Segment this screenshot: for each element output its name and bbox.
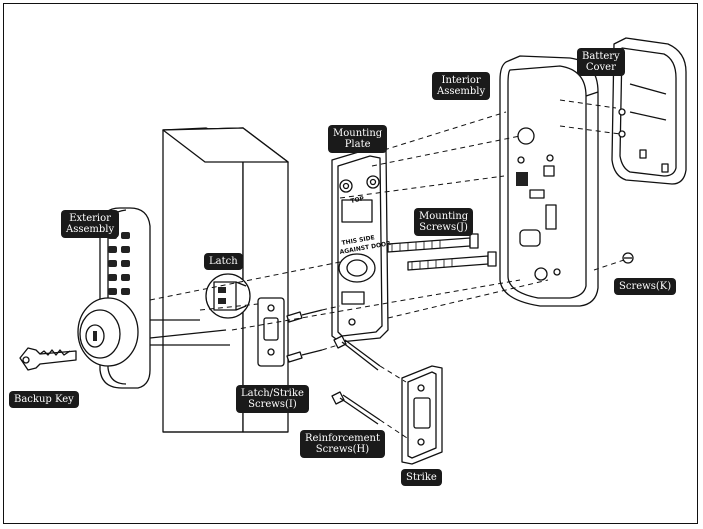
label-mounting-screws-line2: Screws(J) <box>419 222 468 233</box>
label-latch-strike-line1: Latch/Strike <box>241 388 304 399</box>
alignment-lines <box>149 99 625 441</box>
latch-strike-screws <box>286 309 323 363</box>
label-interior-assembly-line1: Interior <box>441 75 481 86</box>
label-latch-strike-screws: Latch/Strike Screws(I) <box>236 385 309 413</box>
label-mounting-plate-line1: Mounting <box>333 128 383 139</box>
screws-k <box>622 252 634 264</box>
reinforcement-screws <box>331 335 381 425</box>
exterior-assembly <box>77 207 230 389</box>
label-battery-cover-line2: Cover <box>585 62 616 73</box>
label-latch-strike-line2: Screws(I) <box>248 399 297 410</box>
label-battery-cover: Battery Cover <box>577 48 625 76</box>
strike-plate <box>401 365 443 465</box>
plate-top-text: TOP <box>350 195 365 205</box>
label-exterior-assembly: Exterior Assembly <box>61 210 120 238</box>
label-exterior-assembly-line2: Assembly <box>66 224 115 235</box>
label-latch: Latch <box>204 253 243 270</box>
label-mounting-plate-line2: Plate <box>344 139 371 150</box>
door-block <box>162 127 289 433</box>
label-screws-k: Screws(K) <box>614 278 677 295</box>
battery-cover <box>611 37 687 185</box>
label-interior-assembly: Interior Assembly <box>432 72 491 100</box>
mounting-screws <box>387 233 497 271</box>
label-backup-key: Backup Key <box>9 391 79 408</box>
latch <box>205 273 251 319</box>
interior-assembly <box>499 55 599 307</box>
label-mounting-screws-line1: Mounting <box>419 211 469 222</box>
label-interior-assembly-line2: Assembly <box>437 86 486 97</box>
mounting-plate <box>331 147 389 343</box>
label-reinforcement-screws: Reinforcement Screws(H) <box>300 430 385 458</box>
label-strike: Strike <box>401 469 442 486</box>
label-mounting-plate: Mounting Plate <box>328 125 388 153</box>
backup-key <box>19 347 77 371</box>
label-reinforcement-line2: Screws(H) <box>315 444 370 455</box>
latch-faceplate <box>257 297 285 367</box>
diagram-frame <box>3 3 698 524</box>
label-battery-cover-line1: Battery <box>582 51 620 62</box>
label-reinforcement-line1: Reinforcement <box>305 433 380 444</box>
label-exterior-assembly-line1: Exterior <box>69 213 111 224</box>
label-mounting-screws: Mounting Screws(J) <box>414 208 474 236</box>
